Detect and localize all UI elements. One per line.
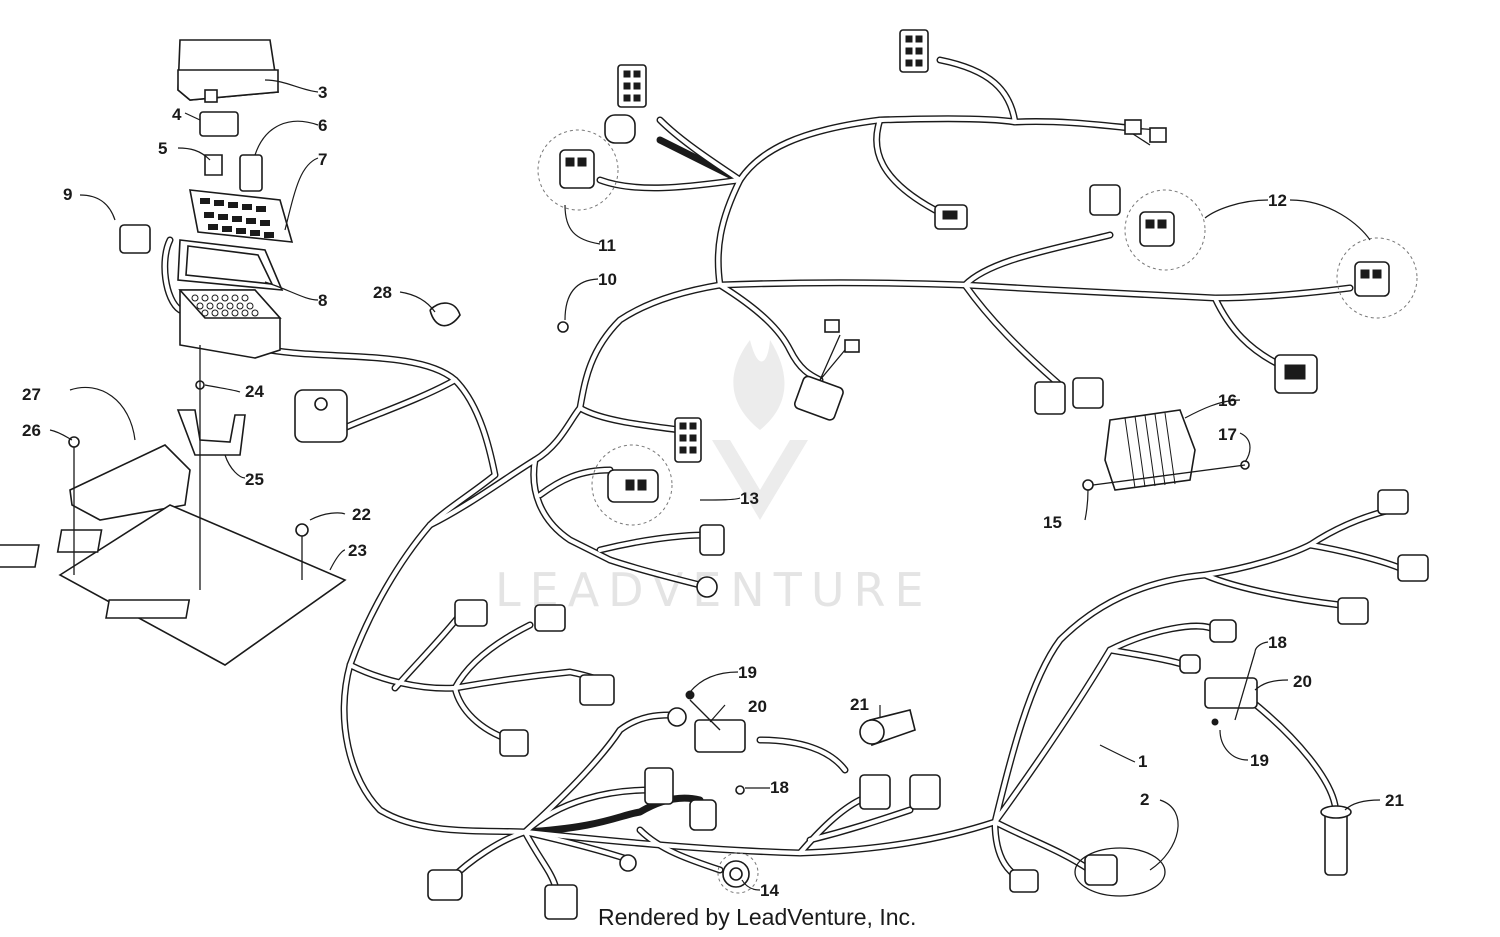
socket-right xyxy=(1320,805,1352,876)
callout-19-left: 19 xyxy=(738,663,757,682)
connector xyxy=(674,417,702,463)
leader-lines xyxy=(49,79,1381,891)
callout-8: 8 xyxy=(318,291,327,310)
relay-large xyxy=(199,111,239,137)
fuse-box-cover xyxy=(177,39,279,103)
callout-3: 3 xyxy=(318,83,327,102)
callout-6: 6 xyxy=(318,116,327,135)
connector xyxy=(909,774,941,810)
socket-left xyxy=(859,709,916,747)
connector xyxy=(559,149,595,189)
callout-16: 16 xyxy=(1218,391,1237,410)
harness-wires xyxy=(161,56,1404,889)
callout-12: 12 xyxy=(1268,191,1287,210)
fuse-label-sheet xyxy=(189,189,294,243)
callout-7: 7 xyxy=(318,150,327,169)
connector xyxy=(934,204,968,230)
callout-14: 14 xyxy=(760,881,779,900)
connector xyxy=(1089,184,1121,216)
callout-13: 13 xyxy=(740,489,759,508)
connector xyxy=(859,774,891,810)
callout-10: 10 xyxy=(598,270,617,289)
mounting-bracket xyxy=(176,409,246,456)
connector xyxy=(579,674,615,706)
connector xyxy=(294,389,348,443)
connector xyxy=(689,799,717,831)
callout-4: 4 xyxy=(172,105,182,124)
connector xyxy=(1337,597,1369,625)
voltage-regulator xyxy=(1082,409,1250,491)
connector xyxy=(1274,354,1318,394)
callout-5: 5 xyxy=(158,139,167,158)
relay-small xyxy=(239,154,263,192)
connector xyxy=(824,319,860,353)
callout-24: 24 xyxy=(245,382,264,401)
callout-18-left: 18 xyxy=(770,778,789,797)
regulator-module xyxy=(69,444,191,521)
callout-28: 28 xyxy=(373,283,392,302)
connector xyxy=(1354,261,1390,297)
connector xyxy=(899,29,929,73)
hardware xyxy=(68,302,569,590)
callout-27: 27 xyxy=(22,385,41,404)
connector xyxy=(1139,211,1175,247)
connector xyxy=(793,375,844,421)
callout-2: 2 xyxy=(1140,790,1149,809)
grommet-left xyxy=(685,690,746,795)
connector xyxy=(1377,489,1409,515)
connector xyxy=(427,869,463,901)
callout-18-right: 18 xyxy=(1268,633,1287,652)
callout-26: 26 xyxy=(22,421,41,440)
callout-25: 25 xyxy=(245,470,264,489)
callout-21-left: 21 xyxy=(850,695,869,714)
connector xyxy=(454,599,488,627)
connector xyxy=(607,469,659,503)
connector xyxy=(1397,554,1429,582)
callout-11: 11 xyxy=(598,236,616,255)
fuse-block xyxy=(178,289,282,359)
callout-17: 17 xyxy=(1218,425,1237,444)
cable-loop xyxy=(1074,847,1166,897)
fuse-box-parts xyxy=(0,39,1352,897)
callout-15: 15 xyxy=(1043,513,1062,532)
connector xyxy=(644,767,674,805)
connector xyxy=(499,729,529,757)
connector xyxy=(534,604,566,632)
connector xyxy=(1179,654,1201,674)
callout-20-right: 20 xyxy=(1293,672,1312,691)
connector xyxy=(119,224,151,254)
connector xyxy=(619,854,637,872)
connector xyxy=(696,576,718,598)
connector xyxy=(1084,854,1118,886)
connector xyxy=(1009,869,1039,893)
callout-1: 1 xyxy=(1138,752,1147,771)
connector xyxy=(699,524,725,556)
connector xyxy=(604,114,636,144)
connector xyxy=(617,64,647,108)
grommet-right xyxy=(1204,651,1258,726)
detail-circles xyxy=(537,129,1418,894)
callout-labels: 1 2 3 4 5 6 7 8 9 10 11 12 13 14 15 16 1… xyxy=(22,83,1404,900)
credit-text: Rendered by LeadVenture, Inc. xyxy=(598,904,916,930)
callout-19-right: 19 xyxy=(1250,751,1269,770)
callout-9: 9 xyxy=(63,185,72,204)
callout-22: 22 xyxy=(352,505,371,524)
connector xyxy=(1209,619,1237,643)
connectors xyxy=(119,29,1429,920)
callout-21-right: 21 xyxy=(1385,791,1404,810)
callout-20-left: 20 xyxy=(748,697,767,716)
connector xyxy=(1034,377,1104,415)
connector xyxy=(1124,119,1167,143)
connector xyxy=(544,884,578,920)
connector xyxy=(667,707,687,727)
mount-plate xyxy=(0,504,347,666)
callout-23: 23 xyxy=(348,541,367,560)
connector xyxy=(722,860,750,888)
